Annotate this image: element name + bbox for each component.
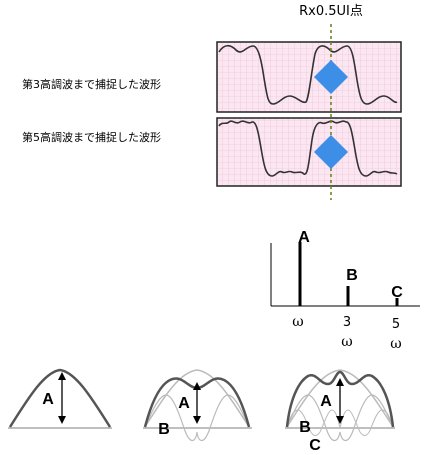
fifth-harmonic-label: 第5高調波まで捕捉した波形 xyxy=(22,130,161,144)
spectrum-tick-omega: ω xyxy=(292,314,303,330)
panel3-label-c: C xyxy=(309,437,321,454)
arrow-head-up-1 xyxy=(58,372,66,380)
waveform-frame-3rd xyxy=(216,41,402,113)
spectrum-tick-5-num: 5 xyxy=(392,317,400,332)
panel2-label-b: B xyxy=(158,421,170,438)
arrow-head-down-2 xyxy=(193,416,201,424)
arrow-head-up-2 xyxy=(193,382,201,390)
spectrum-tick-3-num: 3 xyxy=(343,315,351,330)
spectrum-label-a: A xyxy=(298,229,310,246)
sum-curve-3 xyxy=(285,370,395,428)
fundamental-curve xyxy=(8,368,112,428)
waveform-frame-5th xyxy=(216,117,402,187)
spectrum-tick-5-omega: ω xyxy=(390,336,401,352)
panel3-label-a: A xyxy=(320,393,332,410)
arrow-head-down-3 xyxy=(336,416,344,424)
synthesis-panel-fundamental: A xyxy=(8,368,112,429)
panel1-label-a: A xyxy=(42,391,54,408)
waveform-trace-3rd xyxy=(218,44,398,105)
fifth-harmonic-curve xyxy=(286,409,394,436)
third-harmonic-label: 第3高調波まで捕捉した波形 xyxy=(22,77,161,91)
panel3-label-b: B xyxy=(299,419,311,436)
spectrum-tick-3-omega: ω xyxy=(341,334,352,350)
fundamental-curve-3 xyxy=(286,369,394,428)
spectrum-label-b: B xyxy=(346,267,358,284)
spectrum-plot: A B C ω 3 ω 5 ω xyxy=(270,229,420,352)
waveform-panel-5th xyxy=(216,117,402,187)
sampling-marker-5th xyxy=(314,135,348,169)
synthesis-panel-5th: A B C xyxy=(285,369,395,454)
waveform-panel-3rd xyxy=(216,41,402,113)
fundamental-curve-2 xyxy=(144,369,250,428)
waveform-trace-5th xyxy=(218,120,398,177)
third-harmonic-curve-3 xyxy=(286,394,394,442)
arrow-head-up-3 xyxy=(336,378,344,386)
arrow-head-down-1 xyxy=(58,416,66,424)
synthesis-panel-3rd: A B xyxy=(143,369,252,442)
sampling-marker-3rd xyxy=(314,60,348,94)
spectrum-label-c: C xyxy=(391,284,403,301)
panel2-label-a: A xyxy=(178,395,190,412)
sampling-point-label: Rx0.5UI点 xyxy=(299,4,363,19)
third-harmonic-curve xyxy=(144,394,250,442)
